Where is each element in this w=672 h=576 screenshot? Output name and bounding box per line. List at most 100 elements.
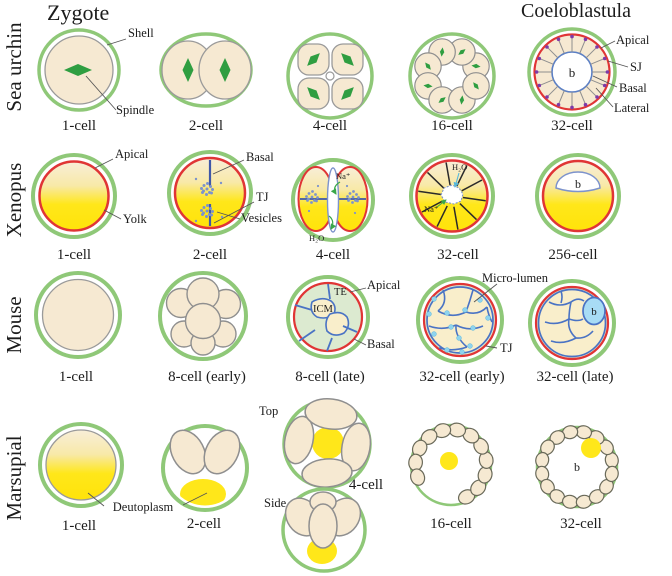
annotation-apical: Apical <box>616 33 650 47</box>
cleavage-boundary <box>421 200 443 213</box>
central-gap <box>325 71 335 81</box>
stage-label: 4-cell <box>313 118 347 134</box>
annotation-water: H₂O <box>309 233 324 243</box>
vesicle-dot <box>205 209 209 213</box>
septate-junction-dot <box>583 37 588 42</box>
septate-junction-dot <box>570 34 574 39</box>
spindle-icon <box>219 58 231 82</box>
cleavage-boundary <box>462 196 486 202</box>
xenopus-1-cell-embryo <box>31 153 122 239</box>
vesicle-dot <box>305 195 308 198</box>
spindle-icon <box>471 63 481 69</box>
vesicle-dot <box>220 215 224 219</box>
spindle-icon <box>439 47 445 57</box>
yolk-leader-line <box>103 209 122 220</box>
apical-leader-line <box>600 40 616 49</box>
shell-ring <box>37 28 121 112</box>
apical-leader-line <box>349 287 367 293</box>
vesicle-dot <box>211 210 214 213</box>
annotation-lateral: Lateral <box>614 101 650 115</box>
row-label-marsupial: Marsupial <box>2 435 26 520</box>
shell-ring <box>31 153 117 239</box>
xenopus-256-cell-embryo <box>535 153 621 239</box>
annotation-apical: Apical <box>115 147 149 161</box>
vesicle-dot <box>347 199 350 202</box>
annotation-water: H₂O <box>452 162 467 172</box>
spindle-icon <box>307 87 320 100</box>
vesicle-dot <box>205 193 208 196</box>
title-zygote: Zygote <box>47 0 109 25</box>
vesicle-dot <box>194 219 198 223</box>
stage-label: 1-cell <box>62 118 96 134</box>
blastomere <box>301 458 353 488</box>
blastomere <box>203 429 241 475</box>
vesicle-dot <box>355 193 358 196</box>
mouse-32-cell-late-embryo <box>528 279 616 367</box>
shell-ring <box>34 271 122 359</box>
stage-label: 8-cell (early) <box>168 369 246 385</box>
spindle-icon <box>458 49 466 55</box>
basal-leader-line <box>592 75 618 88</box>
blastomere-ring <box>408 422 494 505</box>
vesicle-dot <box>210 191 213 195</box>
cleavage-boundary <box>453 206 459 230</box>
tj-leader-line <box>213 201 255 224</box>
septate-junction-dot <box>595 45 599 49</box>
stage-label: 1-cell <box>57 247 91 263</box>
spindle-icon <box>473 82 479 90</box>
sea-urchin-16-cell-embryo <box>408 32 496 120</box>
xenopus-2-cell-embryo <box>167 150 255 236</box>
vesicle-dot <box>310 201 313 204</box>
vesicle-dot <box>351 195 355 199</box>
septate-junction-dot <box>605 70 610 74</box>
blastocoel-dome <box>555 171 601 193</box>
vesicle-dot <box>352 190 355 193</box>
vesicle-dot <box>202 184 206 187</box>
blastocoel-letter: b <box>569 65 576 80</box>
septate-junction-dot <box>556 102 561 107</box>
septate-junction-dot <box>602 56 607 61</box>
cell-boundaries <box>428 289 493 351</box>
annotation-deutoplasm: Deutoplasm <box>113 500 174 514</box>
septate-junction-dot <box>602 83 607 88</box>
cleavage-boundary <box>445 162 451 186</box>
vesicle-dot <box>357 196 360 199</box>
vesicle-dot <box>306 199 309 202</box>
vesicle-dot <box>206 204 209 207</box>
stage-label: 32-cell <box>551 118 593 134</box>
spindle-icon <box>307 53 320 66</box>
vesicle-dot <box>307 209 311 213</box>
blastomere <box>169 429 207 475</box>
septate-junction-dot <box>545 95 549 99</box>
egg-cell-apical-membrane <box>38 160 110 232</box>
microlumen-leader-line <box>473 283 498 303</box>
stage-label: 32-cell <box>560 516 602 532</box>
spindle-icon <box>341 87 354 100</box>
septate-junction-dot <box>583 102 588 107</box>
annotation-shell: Shell <box>128 26 154 40</box>
deutoplasm-yolk <box>440 452 458 470</box>
septate-junction-dot <box>545 45 549 49</box>
blastomere <box>308 503 338 549</box>
septate-junction-dot <box>595 95 599 99</box>
cell-mass <box>426 286 494 354</box>
marsupial-16-cell-embryo <box>408 422 494 507</box>
sodium-arrow-icon <box>330 181 341 195</box>
vesicle-dot <box>348 192 352 195</box>
annotation-vesicles: Vesicles <box>241 211 282 225</box>
spindle-icon <box>438 97 446 103</box>
septate-junction-dot <box>556 37 561 42</box>
septate-junction-dot <box>537 83 542 88</box>
cell-boundaries <box>544 290 594 344</box>
vesicle-dot <box>200 187 203 190</box>
micro-lumen-dot <box>462 307 468 313</box>
row-label-sea-urchin: Sea urchin <box>2 22 26 112</box>
basal-leader-line <box>353 338 367 346</box>
blastocoel-letter: b <box>574 460 580 474</box>
xenopus-4-cell-embryo <box>291 158 375 242</box>
vesicles-leader-line <box>216 211 241 220</box>
micro-lumen-dot <box>485 315 491 321</box>
mouse-8-cell-late-embryo <box>286 275 370 359</box>
cleavage-boundary <box>436 205 448 227</box>
deutoplasm-leader-line <box>87 492 105 507</box>
